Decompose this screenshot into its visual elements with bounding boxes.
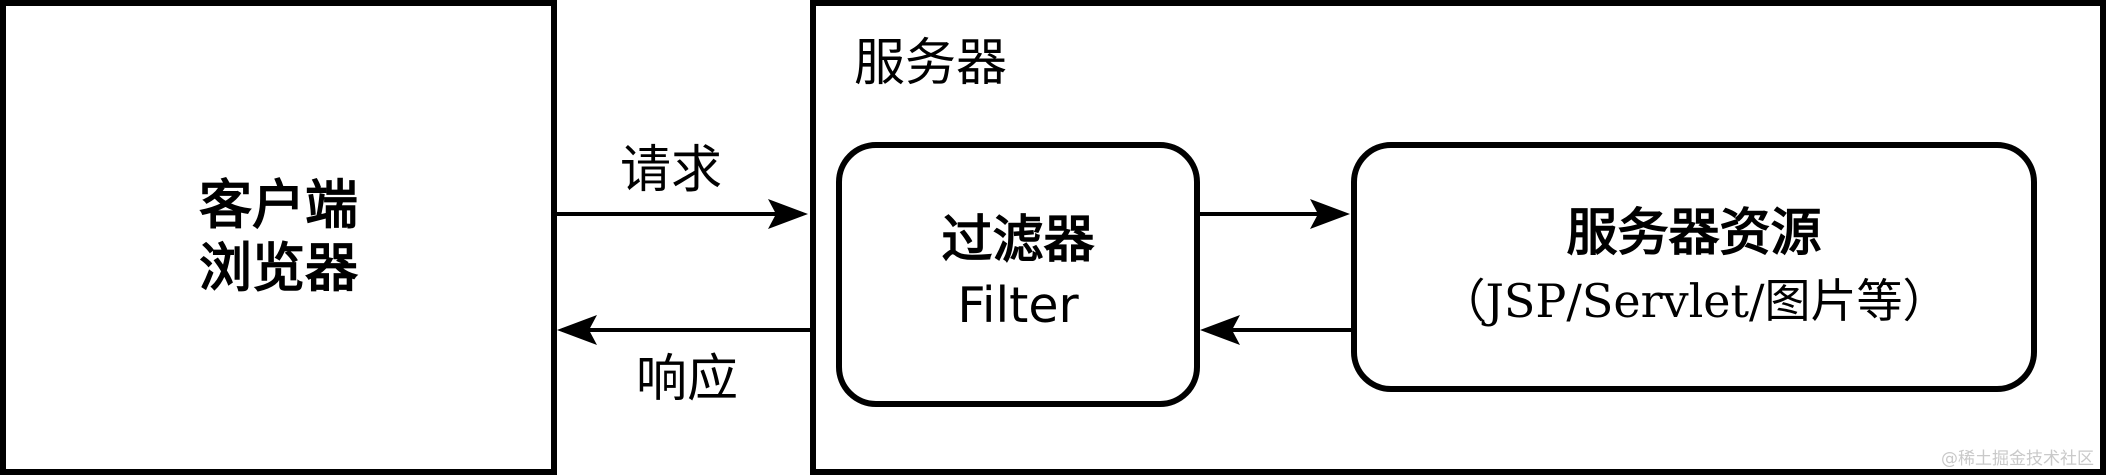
client-browser-label: 客户端 浏览器	[199, 174, 358, 299]
response-arrow	[557, 315, 810, 345]
request-arrow	[557, 199, 808, 229]
filter-box: 过滤器 Filter	[836, 142, 1200, 407]
request-label: 请求	[620, 141, 723, 200]
server-title: 服务器	[854, 34, 1008, 93]
filter-subtitle: Filter	[957, 277, 1079, 335]
server-resource-title: 服务器资源	[1566, 204, 1822, 264]
server-resource-box: 服务器资源 （JSP/Servlet/图片等）	[1351, 142, 2037, 392]
watermark-text: @稀土掘金技术社区	[1941, 449, 2094, 469]
server-resource-subtitle: （JSP/Servlet/图片等）	[1439, 273, 1949, 328]
filter-title: 过滤器	[941, 211, 1095, 271]
response-label: 响应	[636, 350, 739, 409]
client-browser-box: 客户端 浏览器	[0, 0, 557, 475]
resource-to-filter-arrow	[1200, 315, 1351, 345]
filter-to-resource-arrow	[1200, 199, 1350, 229]
